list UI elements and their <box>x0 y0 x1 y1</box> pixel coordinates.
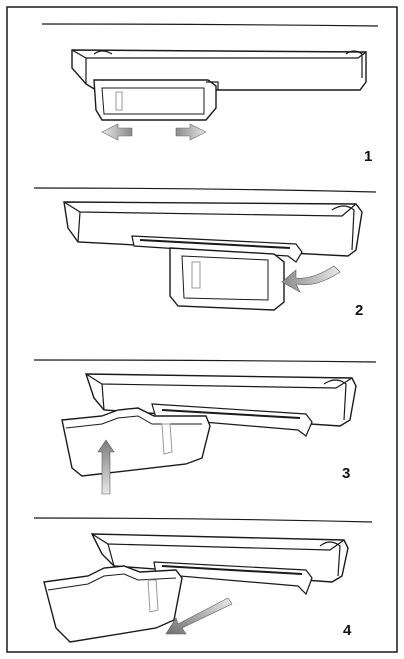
step-2-number: 2 <box>355 302 364 319</box>
arrow-insert <box>281 265 341 293</box>
shelf-top-line <box>33 187 377 193</box>
step-4-illustration <box>33 517 373 643</box>
step-2-illustration <box>33 187 377 311</box>
diagram-frame: 1 2 3 4 <box>6 6 398 653</box>
step-3-illustration <box>33 359 377 495</box>
step-3-number: 3 <box>342 465 351 482</box>
drawer <box>169 247 285 311</box>
drawer <box>61 407 211 477</box>
arrow-up <box>97 439 115 495</box>
frame-border <box>6 6 398 653</box>
step-1-illustration <box>41 23 379 141</box>
arrow-diagonal <box>165 597 233 635</box>
arrow-right <box>175 123 207 141</box>
shelf-top-line <box>33 359 377 363</box>
step-1-number: 1 <box>364 148 373 165</box>
shelf-drawer-diagram <box>6 6 398 653</box>
shelf-top-line <box>41 23 379 27</box>
step-4-number: 4 <box>343 622 352 639</box>
drawer <box>43 565 183 643</box>
arrow-left <box>101 123 133 141</box>
shelf-top-line <box>33 517 373 523</box>
drawer <box>93 79 217 121</box>
